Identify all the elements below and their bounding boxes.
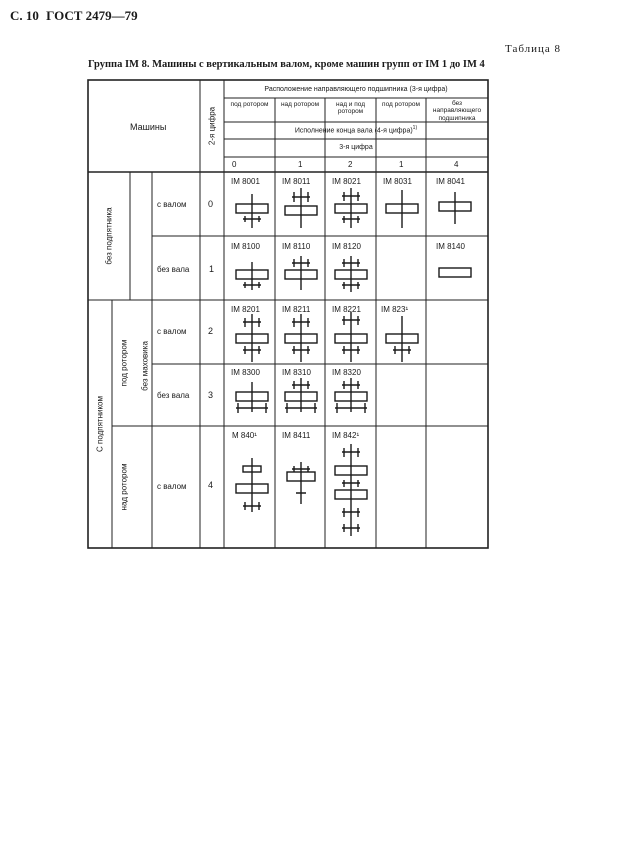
- code-1-0: IM 8100: [231, 242, 260, 251]
- machines-header: Машины: [130, 122, 167, 132]
- schematic-im8001: [235, 194, 269, 228]
- digit3-val-4: 4: [454, 160, 459, 169]
- code-2-3: IM 823¹: [381, 305, 409, 314]
- schematic-im8201: [235, 314, 269, 362]
- row-1-digit: 1: [209, 264, 215, 274]
- schematic-im8401: [235, 458, 269, 512]
- digit3-header: 3-я цифра: [339, 144, 373, 151]
- schematic-im8411: [286, 462, 316, 504]
- schematic-im8221: [334, 312, 368, 362]
- table-caption: Группа IM 8. Машины с вертикальным валом…: [88, 59, 485, 70]
- row-2-label: с валом: [157, 327, 187, 336]
- row-0-label: с валом: [157, 200, 187, 209]
- schematic-im8310: [284, 378, 318, 413]
- schematic-im8021: [334, 188, 368, 228]
- schematic-im8041: [438, 192, 472, 224]
- code-0-1: IM 8011: [282, 177, 311, 186]
- guide-col-1: над ротором: [280, 101, 320, 108]
- code-2-1: IM 8211: [282, 305, 311, 314]
- schematic-im8140: [438, 267, 472, 278]
- page-label: С. 10: [10, 8, 39, 23]
- guide-col-3: под ротором: [382, 101, 420, 108]
- schematic-im8100: [235, 262, 269, 290]
- code-0-0: IM 8001: [231, 177, 260, 186]
- standard-number: ГОСТ 2479—79: [46, 8, 138, 23]
- guide-col-4: без направляющего подшипника: [432, 100, 482, 122]
- code-2-2: IM 8221: [332, 305, 361, 314]
- schematic-im8421: [334, 444, 368, 536]
- digit3-val-3: 1: [399, 160, 404, 169]
- code-1-1: IM 8110: [282, 242, 311, 251]
- schematic-im8211: [284, 314, 318, 362]
- row-4-label: с валом: [157, 482, 187, 491]
- code-1-2: IM 8120: [332, 242, 361, 251]
- code-4-2: IM 842¹: [332, 431, 360, 440]
- schematic-im8320: [334, 378, 368, 413]
- code-0-4: IM 8041: [436, 177, 465, 186]
- schematic-im8120: [334, 256, 368, 292]
- code-1-4: IM 8140: [436, 242, 465, 251]
- code-3-1: IM 8310: [282, 368, 311, 377]
- row-2-digit: 2: [208, 326, 214, 336]
- row-0-digit: 0: [208, 199, 214, 209]
- guide-col-0: под ротором: [230, 101, 269, 108]
- schematic-im8011: [284, 188, 318, 228]
- code-0-2: IM 8021: [332, 177, 361, 186]
- schematic-im8300: [235, 382, 269, 413]
- table-label: Таблица 8: [505, 43, 562, 55]
- row-4-digit: 4: [208, 480, 214, 490]
- code-3-2: IM 8320: [332, 368, 361, 377]
- code-0-3: IM 8031: [383, 177, 412, 186]
- code-4-0: M 840¹: [232, 431, 257, 440]
- schematic-im8031: [385, 190, 419, 228]
- digit3-val-0: 0: [232, 160, 237, 169]
- row-3-label: без вала: [157, 391, 190, 400]
- schematic-im8231: [385, 316, 419, 362]
- digit3-val-2: 2: [348, 160, 353, 169]
- code-2-0: IM 8201: [231, 305, 260, 314]
- row-1-label: без вала: [157, 265, 190, 274]
- shaft-end-header: Исполнение конца вала (4-я цифра)1): [294, 125, 418, 135]
- guide-col-2: над и под ротором: [335, 101, 366, 116]
- code-4-1: IM 8411: [282, 431, 311, 440]
- code-3-0: IM 8300: [231, 368, 260, 377]
- schematic-im8110: [284, 256, 318, 290]
- digit3-val-1: 1: [298, 160, 303, 169]
- row-3-digit: 3: [208, 390, 214, 400]
- guide-header: Расположение направляющего подшипника (3…: [264, 86, 448, 93]
- page-header: С. 10 ГОСТ 2479—79: [10, 8, 138, 24]
